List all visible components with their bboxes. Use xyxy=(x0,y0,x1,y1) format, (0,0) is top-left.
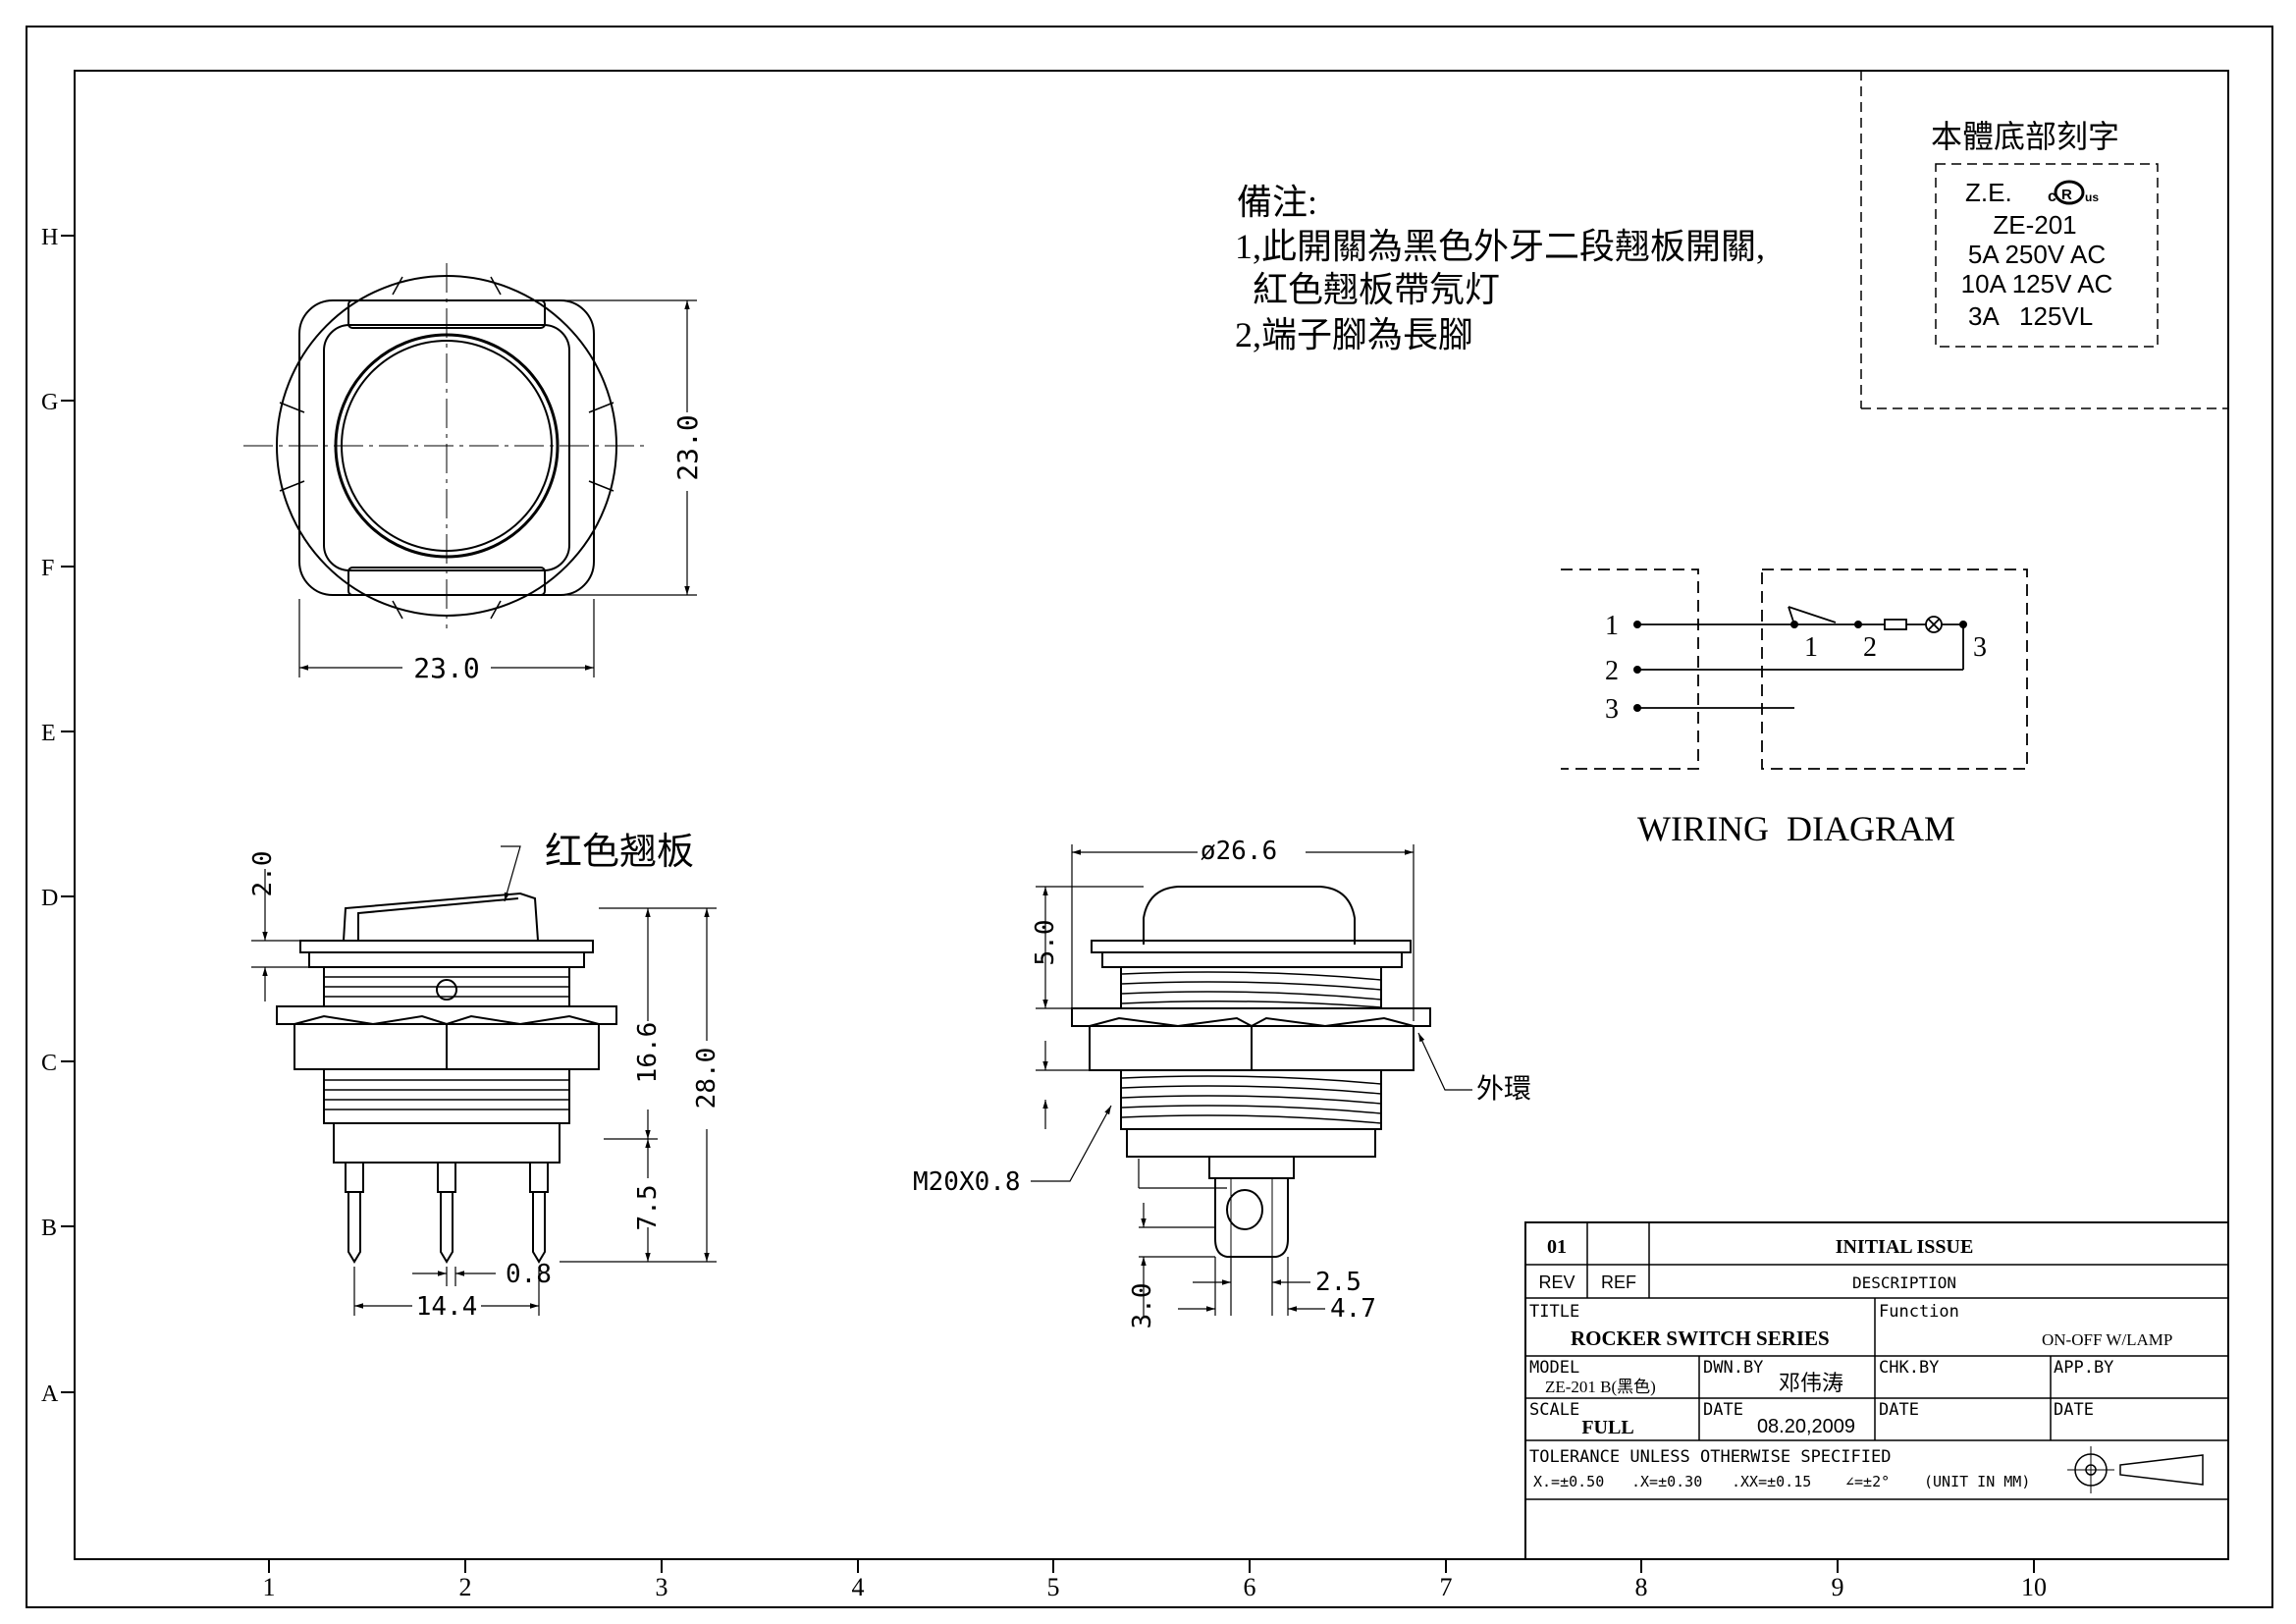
pin-label: 3 xyxy=(1973,632,1987,663)
dim-label: 4.7 xyxy=(1330,1294,1376,1324)
svg-text:us: us xyxy=(2085,190,2099,204)
col-label: 2 xyxy=(459,1573,472,1601)
callout-rocker: 红色翘板 xyxy=(545,832,694,873)
col-ticks xyxy=(268,1559,2035,1573)
marking-model: ZE-201 xyxy=(1993,210,2076,240)
function-value: ON-OFF W/LAMP xyxy=(2042,1330,2172,1349)
tolerance-label: TOLERANCE UNLESS OTHERWISE SPECIFIED xyxy=(1529,1447,1891,1467)
notes: 備注: 1,此開關為黑色外牙二段翹板開關, 紅色翹板帶氖灯 2,端子腳為長腳 xyxy=(1235,183,1765,354)
date-label: DATE xyxy=(1703,1400,1743,1420)
dim-label: 2.5 xyxy=(1315,1268,1362,1297)
wiring-title: WIRING DIAGRAM xyxy=(1637,809,1955,848)
dim-label: 23.0 xyxy=(671,414,704,480)
marking-brand: Z.E. xyxy=(1965,178,2012,207)
row-labels: H G F E D C B A xyxy=(41,225,59,1407)
rev-label: REV xyxy=(1538,1272,1575,1292)
dim-label: ø26.6 xyxy=(1201,837,1277,866)
marking-title: 本體底部刻字 xyxy=(1931,119,2119,154)
app-label: APP.BY xyxy=(2054,1358,2113,1378)
description-label: DESCRIPTION xyxy=(1852,1273,1956,1292)
notes-line: 2,端子腳為長腳 xyxy=(1235,315,1473,354)
row-label: F xyxy=(41,556,54,581)
outer-border xyxy=(26,26,2273,1608)
pin-label: 2 xyxy=(1863,632,1877,663)
col-label: 3 xyxy=(656,1573,668,1601)
dim-label: 7.5 xyxy=(633,1185,663,1231)
ref-label: REF xyxy=(1601,1272,1636,1292)
row-label: E xyxy=(41,721,56,746)
date-value: 08.20,2009 xyxy=(1757,1416,1855,1437)
pin-label: 1 xyxy=(1804,632,1818,663)
row-label: C xyxy=(41,1051,57,1076)
svg-text:c: c xyxy=(2048,189,2056,205)
model-label: MODEL xyxy=(1529,1358,1579,1378)
wiring-diagram xyxy=(1561,568,2028,770)
date-label: DATE xyxy=(2054,1400,2094,1420)
scale-value: FULL xyxy=(1581,1417,1633,1438)
model-value: ZE-201 B(黑色) xyxy=(1545,1378,1656,1396)
date-label: DATE xyxy=(1879,1400,1919,1420)
wiring-labels: 1 2 3 1 2 3 xyxy=(1605,611,1987,725)
initial-issue: INITIAL ISSUE xyxy=(1836,1236,1974,1258)
marking-rating: 3A 125VL xyxy=(1968,301,2093,331)
col-label: 9 xyxy=(1832,1573,1844,1601)
tolerance-value: ∠=±2° xyxy=(1845,1473,1890,1490)
marking-rating: 10A 125V AC xyxy=(1961,269,2113,298)
notes-line: 紅色翹板帶氖灯 xyxy=(1235,270,1500,309)
tolerance-value: .XX=±0.15 xyxy=(1732,1473,1811,1490)
marking-panel: 本體底部刻字 Z.E. c R us ZE-201 5A 250V AC 10A… xyxy=(1860,71,2228,409)
dim-label: 2.0 xyxy=(248,851,278,897)
scale-label: SCALE xyxy=(1529,1400,1579,1420)
ring-label: 外環 xyxy=(1476,1073,1531,1105)
title-label: TITLE xyxy=(1529,1302,1579,1322)
pin-label: 1 xyxy=(1605,611,1619,641)
side-view xyxy=(251,845,717,1316)
top-view xyxy=(243,263,697,677)
row-label: H xyxy=(41,225,58,250)
marking-rating: 5A 250V AC xyxy=(1968,240,2106,269)
row-label: A xyxy=(41,1381,59,1407)
marking-box xyxy=(1935,163,2159,348)
dwn-value: 邓伟涛 xyxy=(1779,1371,1843,1395)
dim-label: 23.0 xyxy=(413,652,479,684)
col-label: 6 xyxy=(1244,1573,1256,1601)
row-label: G xyxy=(41,390,58,415)
title-block-text: 01 INITIAL ISSUE REV REF DESCRIPTION TIT… xyxy=(1529,1236,2172,1490)
row-label: B xyxy=(41,1216,57,1241)
dim-label: 16.6 xyxy=(633,1022,663,1084)
pin-label: 3 xyxy=(1605,694,1619,725)
inner-border xyxy=(74,70,2229,1560)
dim-label: 14.4 xyxy=(416,1292,478,1322)
chk-label: CHK.BY xyxy=(1879,1358,1939,1378)
col-label: 10 xyxy=(2021,1573,2047,1601)
pin-label: 2 xyxy=(1605,656,1619,686)
rev-number: 01 xyxy=(1547,1236,1567,1258)
tolerance-value: X.=±0.50 xyxy=(1533,1473,1604,1490)
dim-label: 3.0 xyxy=(1128,1283,1157,1329)
row-ticks xyxy=(61,235,75,1393)
front-view xyxy=(1031,844,1472,1316)
title-block xyxy=(1524,1221,2229,1560)
title-value: ROCKER SWITCH SERIES xyxy=(1571,1326,1830,1350)
unit-label: (UNIT IN MM) xyxy=(1924,1473,2030,1490)
col-labels: 1 2 3 4 5 6 7 8 9 10 xyxy=(263,1573,2048,1601)
col-label: 4 xyxy=(852,1573,865,1601)
tolerance-value: .X=±0.30 xyxy=(1631,1473,1702,1490)
col-label: 8 xyxy=(1635,1573,1648,1601)
dim-label: 5.0 xyxy=(1031,920,1060,966)
svg-text:R: R xyxy=(2061,187,2072,203)
function-label: Function xyxy=(1879,1302,1959,1322)
notes-line: 1,此開關為黑色外牙二段翹板開關, xyxy=(1235,227,1765,266)
dim-label: 0.8 xyxy=(506,1260,552,1289)
col-label: 7 xyxy=(1440,1573,1453,1601)
col-label: 5 xyxy=(1047,1573,1060,1601)
col-label: 1 xyxy=(263,1573,276,1601)
dim-label: 28.0 xyxy=(692,1048,721,1110)
thread-label: M20X0.8 xyxy=(913,1167,1021,1197)
ul-mark-icon: c R us xyxy=(2048,180,2099,205)
notes-heading: 備注: xyxy=(1237,183,1317,222)
dwn-label: DWN.BY xyxy=(1703,1358,1763,1378)
row-label: D xyxy=(41,886,58,911)
